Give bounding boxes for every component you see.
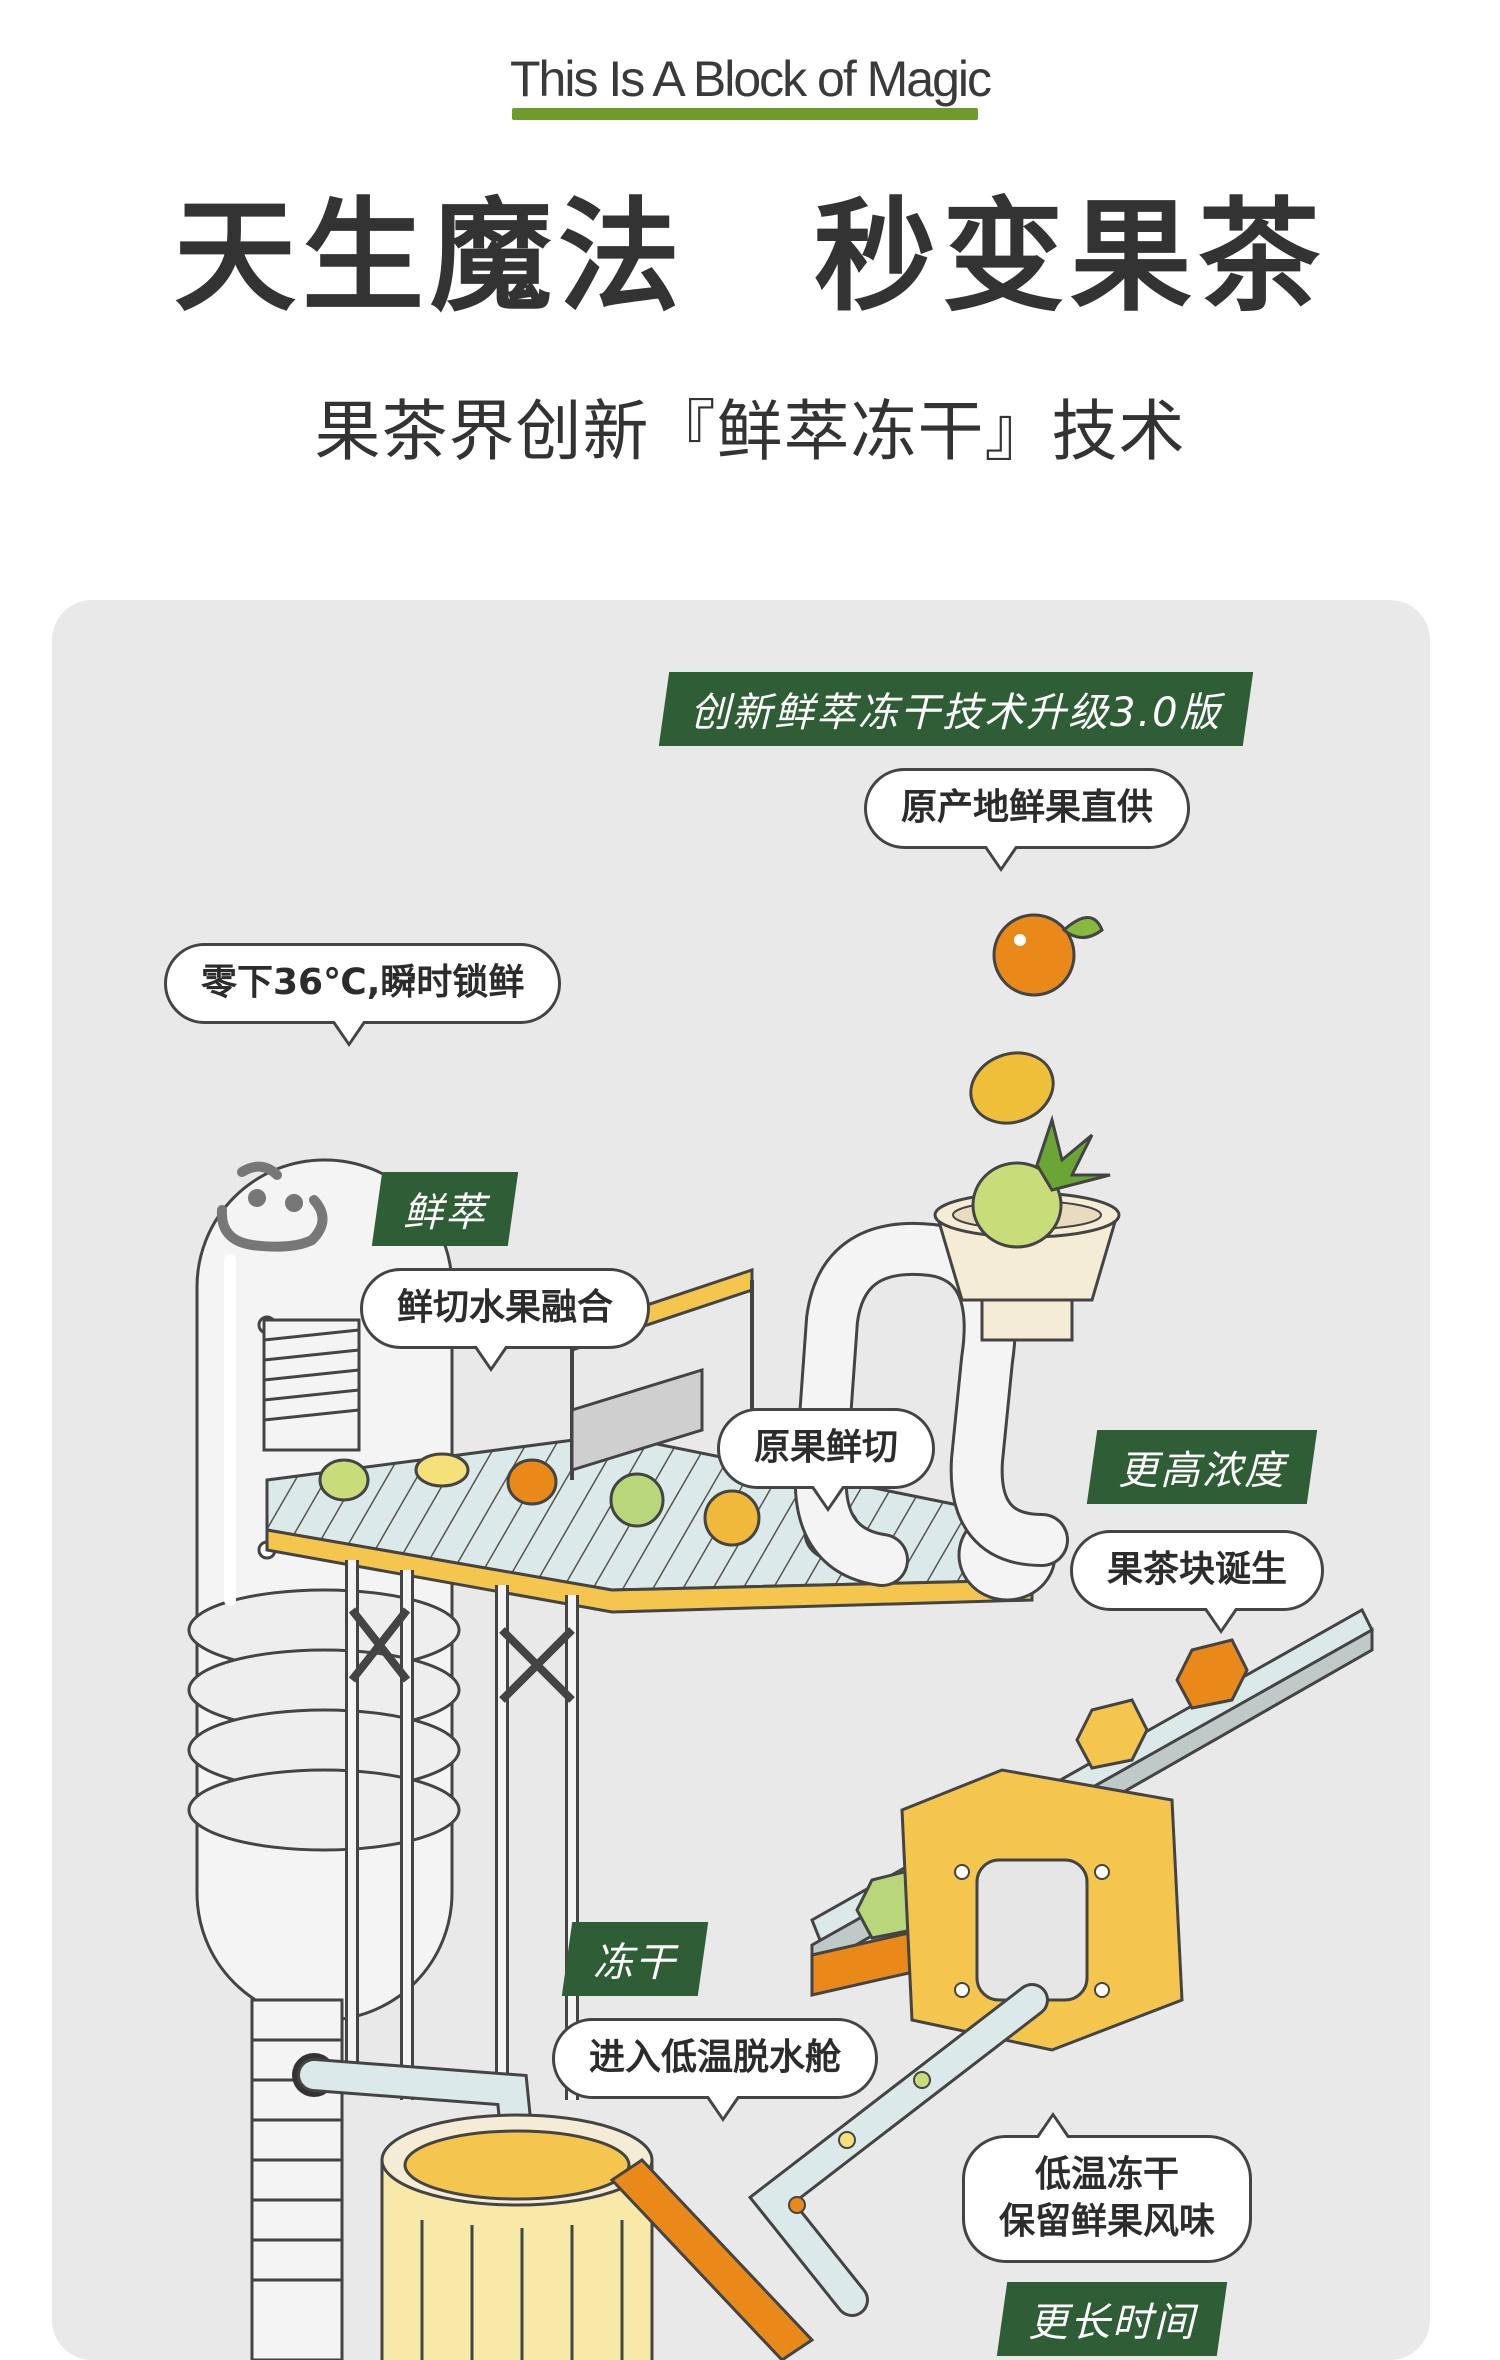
bubble-lock-fresh: 零下36℃,瞬时锁鲜 (164, 943, 562, 1047)
bubble-origin: 原产地鲜果直供 (864, 768, 1191, 872)
lemon-icon (969, 1051, 1055, 1125)
process-illustration-panel: 创新鲜萃冻干技术升级3.0版 鲜萃 更高浓度 冻干 更长时间 原产地鲜果直供 零… (52, 600, 1430, 2360)
tank-entrance (262, 1318, 361, 1452)
page-subheading: 果茶界创新『鲜萃冻干』技术 (314, 393, 1186, 470)
bubble-block-born: 果茶块诞生 (1070, 1530, 1325, 1634)
tag-extract: 鲜萃 (371, 1172, 519, 1246)
dehydration-chamber (900, 1768, 1184, 2052)
bubble-low-temp-line1: 低温冻干 (1035, 2154, 1180, 2195)
tag-longer-time: 更长时间 (996, 2282, 1228, 2356)
page-headline: 天生魔法 秒变果茶 (174, 186, 1326, 328)
bear-logo-icon (216, 1161, 328, 1252)
orange-icon (992, 913, 1104, 997)
tag-concentration: 更高浓度 (1086, 1430, 1318, 1504)
eyebrow-text: This Is A Block of Magic (510, 51, 992, 107)
tag-freeze-dry: 冻干 (561, 1922, 709, 1996)
bubble-low-temp: 低温冻干 保留鲜果风味 (962, 2112, 1253, 2263)
tag-upgrade: 创新鲜萃冻干技术升级3.0版 (658, 672, 1253, 746)
freeze-tank (187, 1158, 461, 2360)
bubble-fresh-cut: 原果鲜切 (717, 1408, 936, 1512)
bubble-dehydrate: 进入低温脱水舱 (552, 2018, 879, 2122)
mixing-vat (380, 2113, 815, 2360)
bubble-low-temp-line2: 保留鲜果风味 (999, 2200, 1216, 2242)
pineapple-icon (971, 1114, 1111, 1249)
bubble-fusion: 鲜切水果融合 (360, 1268, 651, 1372)
eyebrow-underline (512, 108, 978, 120)
